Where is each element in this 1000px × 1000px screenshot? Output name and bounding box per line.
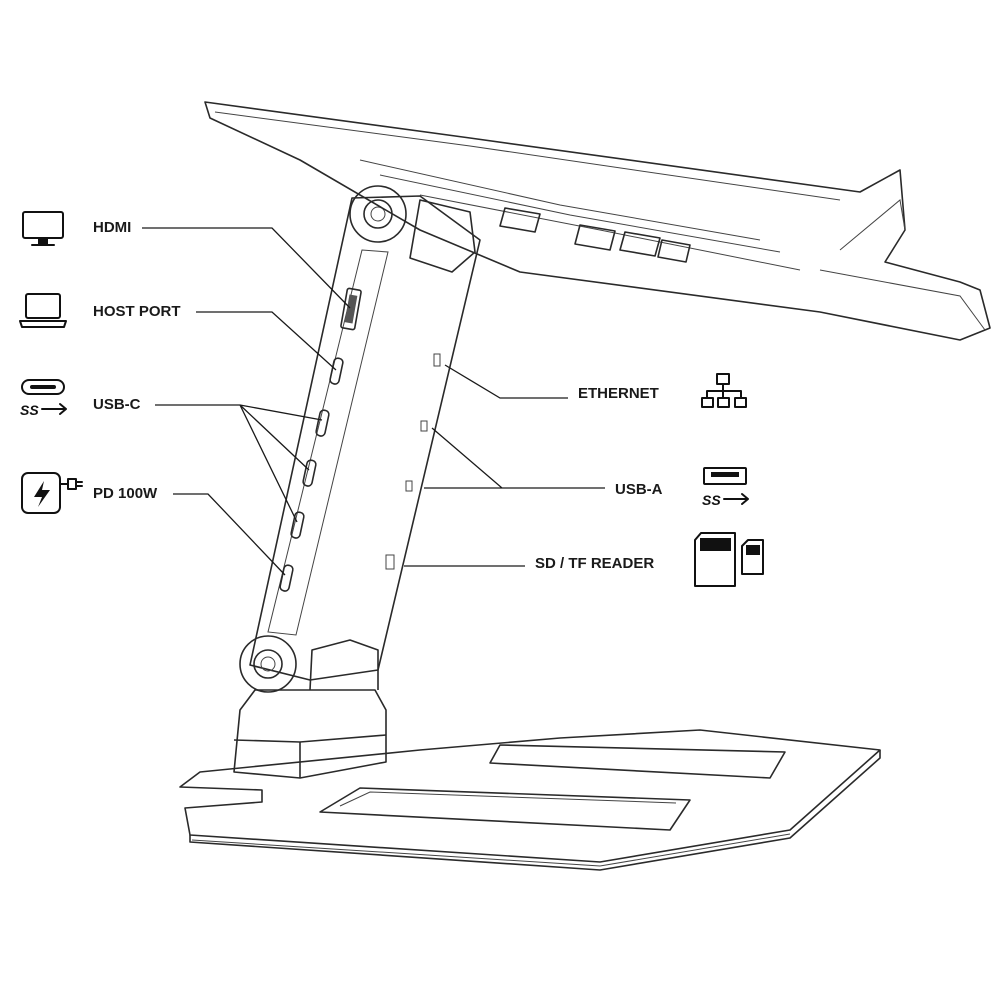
hub-ports-right [385,353,441,570]
host-port-leader [196,311,337,371]
host-port-label: HOST PORT [93,303,181,320]
stand-base [179,729,881,871]
network-icon [701,373,747,408]
hub-ports [279,287,362,592]
superspeed-logo: SS [20,402,39,418]
ethernet-leader [444,364,568,399]
stand-arm [239,185,481,693]
laptop-icon [19,293,67,328]
power-adapter-icon [21,472,83,514]
laptop-tray [204,101,991,341]
usb-c-superspeed-icon: SS [20,379,67,418]
sd-card-icon [694,532,764,587]
hinge-block [233,639,387,779]
sd-tf-label: SD / TF READER [535,555,654,572]
usb-a-leader [424,427,605,489]
usb-a-label: USB-A [615,481,663,498]
superspeed-logo-2: SS [702,492,721,508]
hdmi-leader [142,227,351,309]
usb-c-leader [155,404,323,523]
pd-leader [173,493,286,576]
pd-label: PD 100W [93,485,158,502]
hdmi-label: HDMI [93,219,131,236]
ethernet-label: ETHERNET [578,385,659,402]
usb-a-superspeed-icon: SS [702,467,749,508]
monitor-icon [22,211,64,246]
usb-c-label: USB-C [93,396,141,413]
